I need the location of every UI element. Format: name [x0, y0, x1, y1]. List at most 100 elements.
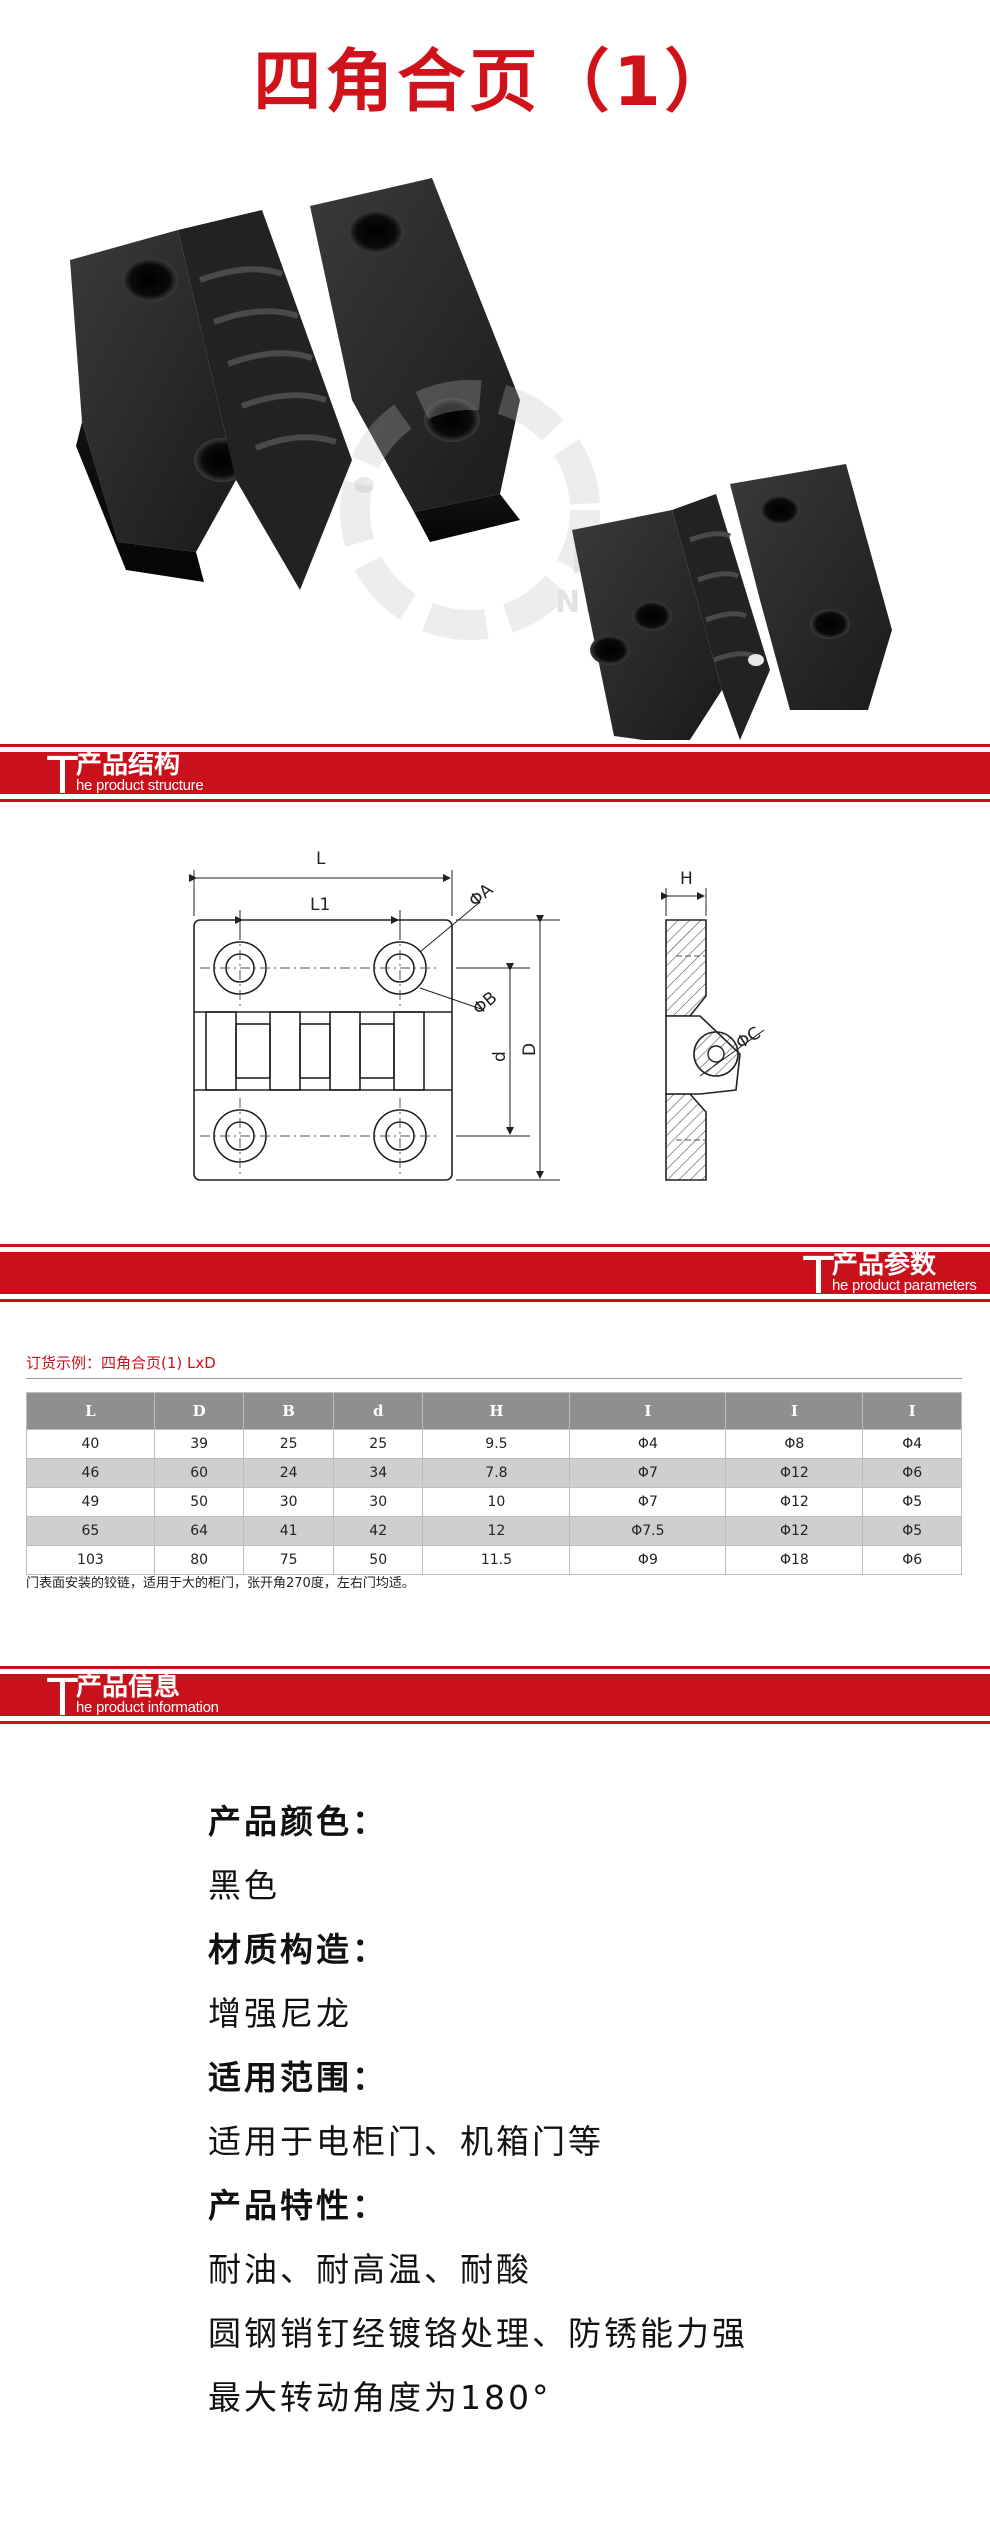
table-cell: 40 — [26, 1429, 155, 1459]
info-label-color: 产品颜色： — [208, 1802, 388, 1841]
table-cell: Φ8 — [725, 1429, 864, 1459]
table-header-cell: H — [422, 1392, 571, 1430]
table-row: 49 50 30 30 10 Φ7 Φ12 Φ5 — [26, 1487, 962, 1517]
parameters-table: L D B d H I I I 40 39 25 25 9.5 Φ4 Φ8 Φ4… — [26, 1392, 962, 1575]
table-header-row: L D B d H I I I — [26, 1392, 962, 1430]
table-row: 103 80 75 50 11.5 Φ9 Φ18 Φ6 — [26, 1545, 962, 1575]
info-label-scope: 适用范围： — [208, 2058, 388, 2097]
table-cell: 24 — [243, 1458, 334, 1488]
dim-label-d: d — [490, 1051, 510, 1062]
dim-label-phiA: ΦA — [465, 880, 497, 912]
section-band-information: T 产品信息 he product information — [0, 1666, 990, 1724]
section-letter: T — [46, 1667, 79, 1727]
product-info: 产品颜色： 黑色 材质构造： 增强尼龙 适用范围： 适用于电柜门、机箱门等 产品… — [208, 1790, 928, 2430]
section-letter: T — [802, 1245, 835, 1305]
section-title: 产品参数 — [832, 1250, 937, 1280]
front-view — [193, 919, 453, 1181]
side-view — [661, 888, 765, 1181]
info-label-material: 材质构造： — [208, 1930, 388, 1969]
order-divider — [26, 1378, 962, 1379]
table-cell: 30 — [243, 1487, 334, 1517]
section-band-parameters: T 产品参数 he product parameters — [0, 1244, 990, 1302]
table-cell: 10 — [422, 1487, 571, 1517]
info-value: 圆钢销钉经镀铬处理、防锈能力强 — [208, 2314, 748, 2353]
table-header-cell: L — [26, 1392, 155, 1430]
band-bar — [0, 752, 990, 794]
band-line — [0, 744, 990, 747]
section-band-structure: T 产品结构 he product structure — [0, 744, 990, 802]
dim-label-H: H — [680, 869, 693, 889]
dim-label-L: L — [316, 849, 326, 869]
table-cell: 12 — [422, 1516, 571, 1546]
table-cell: 11.5 — [422, 1545, 571, 1575]
large-hinge — [70, 178, 520, 590]
table-cell: 30 — [332, 1487, 424, 1517]
section-subtitle: he product information — [76, 1699, 219, 1716]
page-title: 四角合页（1） — [253, 43, 737, 122]
table-cell: Φ7 — [569, 1458, 727, 1488]
section-title: 产品结构 — [76, 750, 181, 780]
section-title: 产品信息 — [76, 1672, 181, 1702]
table-row: 40 39 25 25 9.5 Φ4 Φ8 Φ4 — [26, 1429, 962, 1459]
table-cell: Φ4 — [862, 1429, 962, 1459]
usage-note: 门表面安装的铰链，适用于大的柜门，张开角270度，左右门均适。 — [26, 1576, 415, 1591]
section-subtitle: he product structure — [76, 777, 204, 794]
table-cell: 50 — [332, 1545, 424, 1575]
table-cell: 25 — [332, 1429, 424, 1459]
table-cell: Φ6 — [862, 1545, 962, 1575]
table-cell: 9.5 — [422, 1429, 571, 1459]
table-cell: Φ12 — [725, 1487, 864, 1517]
info-value: 黑色 — [208, 1866, 280, 1905]
table-cell: 49 — [26, 1487, 155, 1517]
order-example: 订货示例：四角合页(1) LxD — [26, 1354, 216, 1372]
table-cell: 80 — [153, 1545, 245, 1575]
band-bar — [0, 1252, 990, 1294]
table-cell: Φ18 — [725, 1545, 864, 1575]
table-cell: Φ4 — [569, 1429, 727, 1459]
table-cell: 42 — [332, 1516, 424, 1546]
table-cell: Φ7.5 — [569, 1516, 727, 1546]
info-value: 增强尼龙 — [208, 1994, 352, 2033]
section-letter: T — [46, 745, 79, 805]
info-label-features: 产品特性： — [208, 2186, 388, 2225]
table-cell: Φ6 — [862, 1458, 962, 1488]
table-cell: Φ9 — [569, 1545, 727, 1575]
table-cell: 7.8 — [422, 1458, 571, 1488]
table-row: 46 60 24 34 7.8 Φ7 Φ12 Φ6 — [26, 1458, 962, 1488]
table-cell: Φ5 — [862, 1516, 962, 1546]
dim-label-D: D — [520, 1043, 540, 1056]
table-header-cell: D — [153, 1392, 245, 1430]
dim-label-L1: L1 — [310, 895, 330, 915]
table-cell: Φ12 — [725, 1516, 864, 1546]
info-value: 最大转动角度为180° — [208, 2378, 552, 2417]
product-photo: 能 NENG — [70, 178, 892, 740]
table-cell: Φ12 — [725, 1458, 864, 1488]
small-hinge — [572, 464, 892, 740]
band-line — [0, 1244, 990, 1247]
band-line — [0, 1721, 990, 1724]
table-header-cell: I — [725, 1392, 864, 1430]
info-value: 适用于电柜门、机箱门等 — [208, 2122, 604, 2161]
table-cell: 50 — [153, 1487, 245, 1517]
table-row: 65 64 41 42 12 Φ7.5 Φ12 Φ5 — [26, 1516, 962, 1546]
table-cell: Φ7 — [569, 1487, 727, 1517]
table-header-cell: d — [332, 1392, 424, 1430]
technical-drawing: L L1 ΦA ΦB d D H ΦC — [189, 849, 765, 1181]
table-header-cell: B — [243, 1392, 334, 1430]
band-line — [0, 1666, 990, 1669]
table-cell: 65 — [26, 1516, 155, 1546]
dim-label-phiB: ΦB — [469, 988, 501, 1019]
band-bar — [0, 1674, 990, 1716]
section-subtitle: he product parameters — [832, 1277, 977, 1294]
table-cell: 25 — [243, 1429, 334, 1459]
table-cell: 34 — [332, 1458, 424, 1488]
band-line — [0, 799, 990, 802]
table-cell: 75 — [243, 1545, 334, 1575]
table-header-cell: I — [862, 1392, 962, 1430]
table-cell: 60 — [153, 1458, 245, 1488]
info-value: 耐油、耐高温、耐酸 — [208, 2250, 532, 2289]
table-cell: 41 — [243, 1516, 334, 1546]
table-cell: 64 — [153, 1516, 245, 1546]
table-header-cell: I — [569, 1392, 727, 1430]
table-cell: 39 — [153, 1429, 245, 1459]
